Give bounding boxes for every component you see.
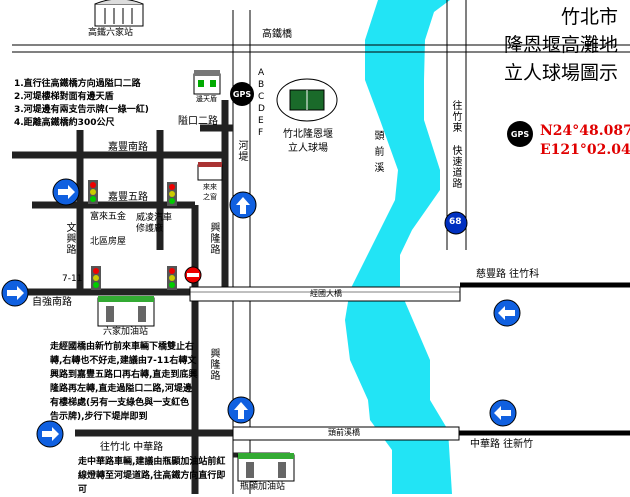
step-item: 4.距離高鐵橋約300公尺 (14, 118, 115, 128)
gps-marker: GPS (507, 121, 533, 147)
aikou-road-label: 隘口二路 (178, 116, 218, 127)
expressway-label: 往竹東 快速道路 (450, 100, 461, 189)
route-68-number: 68 (449, 217, 462, 227)
toutian-river-label: 頭前溪 (372, 130, 383, 178)
liujia-gas-station-label: 六家加油站 (103, 327, 149, 337)
gps-marker: GPS (230, 82, 254, 106)
expressway-68 (446, 0, 467, 250)
step-item: 1.直行往高鐵橋方向過隘口二路 (14, 79, 141, 89)
arrow-up-icon (229, 191, 257, 219)
hsr-station-icon (94, 0, 144, 27)
arrow-right-icon (52, 178, 80, 206)
wenxing-road-label: 文興路 (64, 222, 75, 255)
gps-longitude: E121°02.047' (540, 142, 630, 158)
ping-gas-station-label: 瓶顯加油站 (240, 482, 286, 492)
riverbank-label: 河堤 (236, 140, 247, 162)
hsr-railway (12, 44, 630, 53)
page-title-line1: 竹北市 (560, 6, 618, 28)
beiyi-house-label: 北區房屋 (90, 237, 127, 247)
laishi-label: 來來 之窗 (203, 183, 217, 201)
step-item: 3.河堤邊有兩支告示牌(一綠一紅) (14, 105, 149, 115)
local-roads (12, 100, 290, 494)
fulai-hardware-label: 富來五金 (90, 212, 127, 222)
jiafeng-5-road-label: 嘉豐五路 (108, 192, 148, 203)
xinglong-road-label: 興隆路 (208, 348, 219, 381)
page-title-line2: 隆恩堰高灘地 (503, 34, 618, 56)
arrow-right-icon (1, 279, 29, 307)
traffic-light-icon (167, 266, 177, 290)
hsr-bridge-label: 高鐵橋 (262, 29, 292, 40)
toutian-river (345, 0, 452, 494)
liujia-gas-station-icon (97, 296, 155, 327)
page-title-line3: 立人球場圖示 (503, 62, 618, 84)
seven-eleven-label: 7-11 (62, 274, 83, 284)
abcdef-label: ABCDEF (258, 68, 265, 138)
cifeng-road-label: 慈豐路 往竹科 (476, 269, 540, 280)
zhubei-zhonghua-road-label: 往竹北 中華路 (100, 442, 164, 453)
jingguo-bridge (189, 282, 630, 302)
xingjian-road-label: 興隆路 (208, 222, 219, 255)
arrow-right-icon (36, 420, 64, 448)
traffic-light-icon (88, 180, 98, 204)
bottom-directions-text: 走中華路車輛,建議由瓶顯加油站前紅線燈轉至河堤道路,往高鐵方向直行即可 (78, 457, 226, 495)
jiafeng-south-road-label: 嘉豐南路 (108, 142, 148, 153)
arrow-left-icon (493, 299, 521, 327)
zhonghua-xinzhu-road-label: 中華路 往新竹 (470, 439, 534, 450)
touqian-bridge-label: 頭前溪橋 (328, 428, 360, 437)
jingguo-bridge-label: 經國大橋 (310, 289, 342, 298)
ping-gas-station-icon (237, 453, 295, 482)
direction-steps: 1.直行往高鐵橋方向過隘口二路 2.河堤樓梯對面有邊天盾 3.河堤邊有兩支告示牌… (14, 78, 149, 130)
main-directions-text: 走經國橋由新竹前來車輛下橋雙止右轉,右轉也不好走,建議由7-11右轉文興路到嘉豐… (50, 342, 198, 422)
laishi-store-icon (197, 162, 223, 181)
hsr-station-label: 高鐵六家站 (88, 28, 134, 38)
field-name-label: 竹北隆恩堰 立人球場 (283, 129, 333, 154)
arrow-up-icon (227, 396, 255, 424)
traffic-light-icon (91, 266, 101, 290)
no-entry-icon (184, 266, 202, 284)
arrow-left-icon (489, 399, 517, 427)
touqian-bridge (232, 426, 630, 441)
route-68-badge (444, 211, 468, 235)
store-icon (193, 70, 221, 95)
traffic-light-icon (167, 182, 177, 206)
step-item: 2.河堤樓梯對面有邊天盾 (14, 92, 114, 102)
sports-field (276, 78, 338, 122)
weiling-car-label: 威凌汽車 修護廠 (136, 213, 173, 234)
ziqiang-south-road-label: 自強南路 (32, 297, 72, 308)
gps-latitude: N24°48.087' (540, 123, 630, 139)
store-label: 邊天盾 (196, 95, 217, 103)
